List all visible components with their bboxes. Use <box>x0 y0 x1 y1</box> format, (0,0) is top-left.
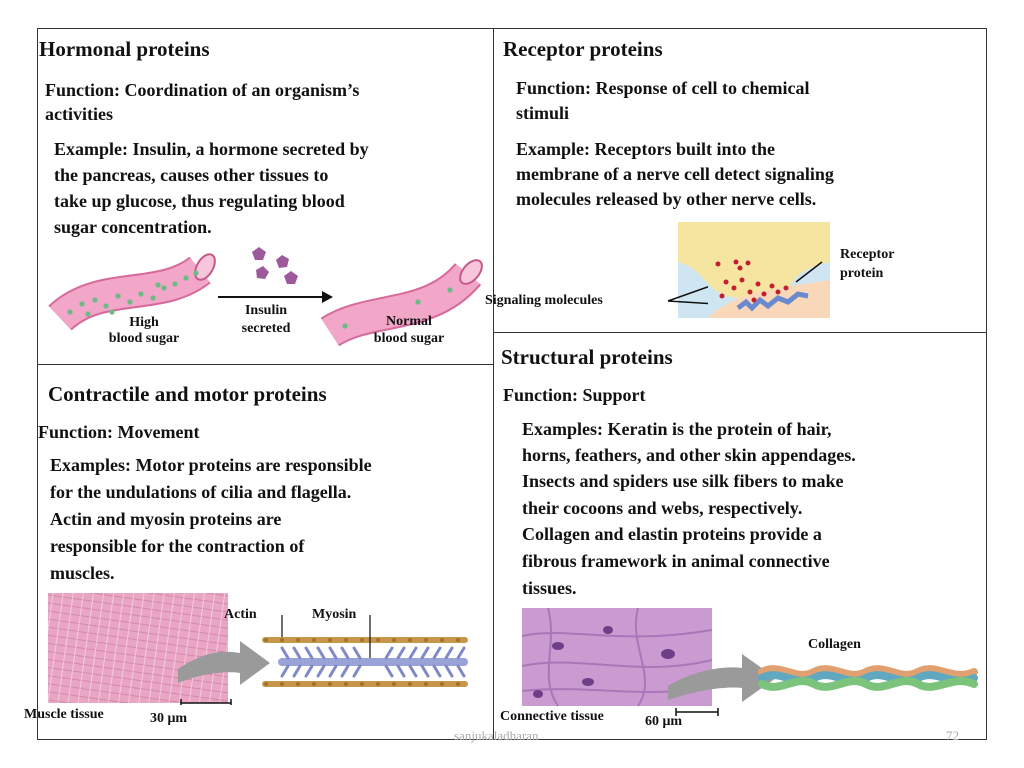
blood-sugar-illustration <box>48 247 483 347</box>
receptor-example-line-1: Example: Receptors built into the <box>516 139 775 159</box>
structural-example-line-2: horns, feathers, and other skin appendag… <box>522 445 856 465</box>
receptor-protein <box>736 291 809 312</box>
receptor-example-line-2: membrane of a nerve cell detect signalin… <box>516 164 834 184</box>
myosin-filament <box>278 658 468 666</box>
structural-example-line-6: fibrous framework in animal connective <box>522 551 830 571</box>
label-muscle-tissue: Muscle tissue <box>24 707 104 722</box>
label-scale-30: 30 μm <box>150 711 188 726</box>
label-actin: Actin <box>224 607 257 622</box>
right-horizontal-divider <box>493 332 987 333</box>
signaling-pointer-lines <box>667 286 708 305</box>
structural-title: Structural proteins <box>501 345 673 369</box>
nerve-cell-illustration <box>678 222 830 318</box>
receptor-title: Receptor proteins <box>503 37 663 61</box>
hormonal-function-line-2: activities <box>45 104 113 124</box>
receptor-function-line-2: stimuli <box>516 103 570 123</box>
structural-function-line: Function: Support <box>503 385 646 405</box>
muscle-arrow <box>178 641 270 685</box>
muscle-tissue-photo <box>48 593 228 703</box>
hormonal-function-line-1: Function: Coordination of an organism’s <box>45 80 360 100</box>
label-scale-60: 60 μm <box>645 714 683 729</box>
left-horizontal-divider <box>37 364 494 365</box>
contractile-example-line-3: Actin and myosin proteins are <box>50 509 282 529</box>
collagen-triple-helix <box>758 665 978 691</box>
label-signaling-molecules: Signaling molecules <box>485 293 603 308</box>
contractile-title: Contractile and motor proteins <box>48 382 327 406</box>
contractile-example-line-4: responsible for the contraction of <box>50 536 305 556</box>
vertical-divider <box>493 28 494 740</box>
contractile-example-line-1: Examples: Motor proteins are responsible <box>50 455 372 475</box>
footer-author: sanjukaladharan <box>454 728 539 743</box>
hormonal-example-line-2: the pancreas, causes other tissues to <box>54 165 329 185</box>
structural-example-line-1: Examples: Keratin is the protein of hair… <box>522 419 832 439</box>
contractile-example-line-5: muscles. <box>50 563 115 583</box>
label-myosin: Myosin <box>312 607 357 622</box>
hormonal-example-line-4: sugar concentration. <box>54 217 212 237</box>
label-collagen: Collagen <box>808 637 861 652</box>
label-connective-tissue: Connective tissue <box>500 709 604 724</box>
label-blood-sugar-high: blood sugar <box>108 331 180 346</box>
signaling-molecules <box>715 259 789 303</box>
insulin-molecules <box>252 247 298 284</box>
label-high: High <box>129 315 159 330</box>
receptor-function-line-1: Function: Response of cell to chemical <box>516 78 810 98</box>
hormonal-title: Hormonal proteins <box>39 37 210 61</box>
contractile-function-line: Function: Movement <box>38 422 200 442</box>
contractile-example-line-2: for the undulations of cilia and flagell… <box>50 482 352 502</box>
hormonal-example-line-1: Example: Insulin, a hormone secreted by <box>54 139 369 159</box>
collagen-illustration <box>521 607 978 716</box>
slide-frame <box>37 28 987 740</box>
page-number: 72 <box>946 728 959 743</box>
label-normal: Normal <box>386 314 432 329</box>
structural-example-line-4: their cocoons and webs, respectively. <box>522 498 803 518</box>
label-secreted: secreted <box>241 321 291 336</box>
structural-example-line-3: Insects and spiders use silk fibers to m… <box>522 471 844 491</box>
label-blood-sugar-normal: blood sugar <box>373 331 445 346</box>
label-receptor: Receptor <box>840 247 895 262</box>
structural-example-line-7: tissues. <box>522 578 577 598</box>
label-protein: protein <box>840 266 884 281</box>
hormonal-example-line-3: take up glucose, thus regulating blood <box>54 191 345 211</box>
muscle-illustration <box>48 593 468 705</box>
structural-example-line-5: Collagen and elastin proteins provide a <box>522 524 822 544</box>
collagen-arrow <box>668 654 776 702</box>
receptor-example-line-3: molecules released by other nerve cells. <box>516 189 817 209</box>
label-insulin: Insulin <box>244 303 288 318</box>
